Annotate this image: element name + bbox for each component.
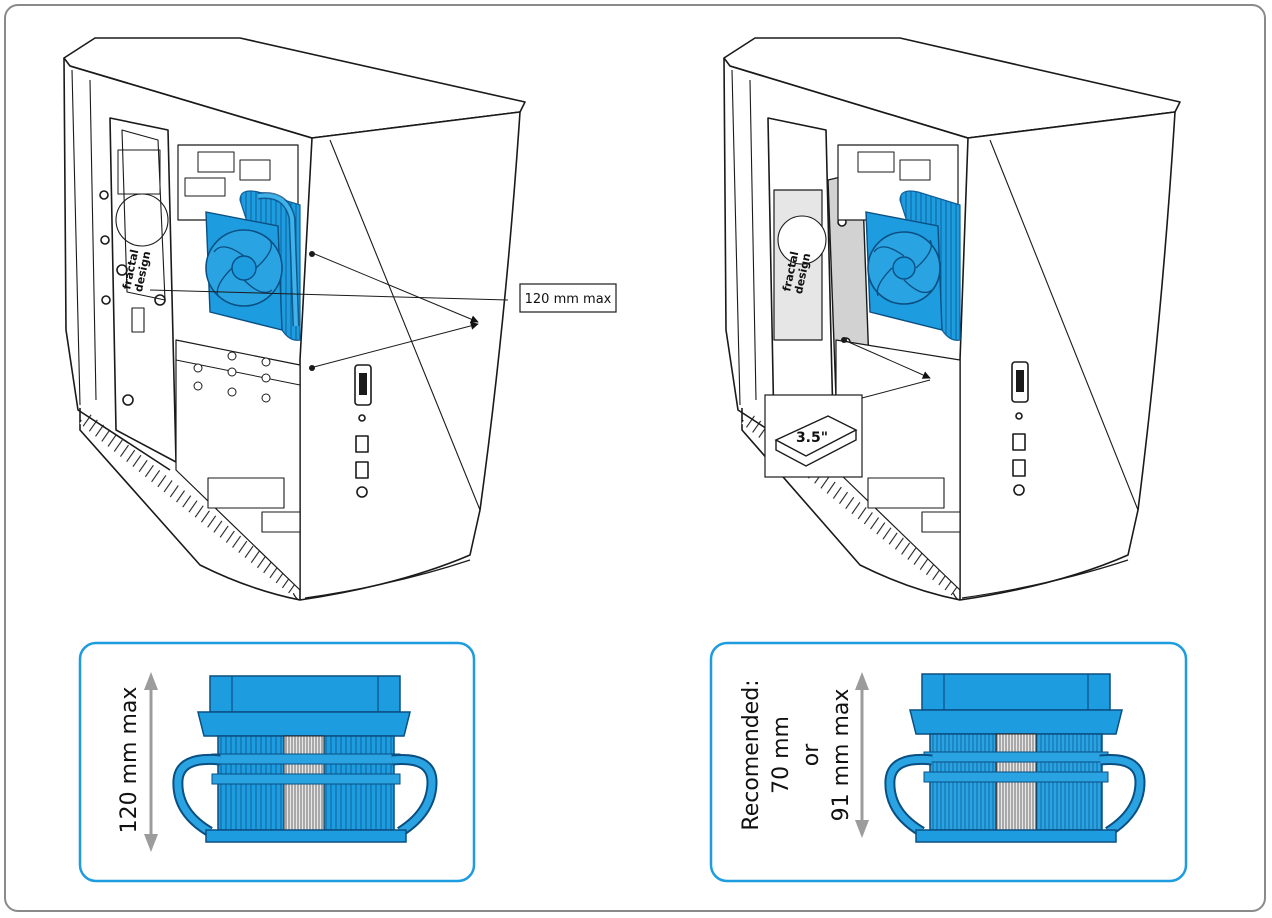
dimension-arrow-top <box>309 251 479 323</box>
right-cooler-panel: Recomended: 70 mm or 91 mm max <box>709 641 1188 883</box>
recommended-label-line: or <box>799 743 824 766</box>
hdd-arrow-line <box>861 379 931 399</box>
outer-frame <box>4 4 1266 912</box>
height-arrow <box>144 672 158 852</box>
left-case-dimension: 120 mm max <box>149 251 617 371</box>
recommended-label-line: 91 mm max <box>829 689 854 822</box>
recommended-label-line: 70 mm <box>769 716 794 794</box>
dimension-label: 120 mm max <box>525 292 612 307</box>
right-case-illustration <box>723 37 1181 601</box>
cooler-side-view <box>884 673 1146 843</box>
recommended-label-line: Recomended: <box>739 679 764 830</box>
dimension-label-box <box>519 283 617 313</box>
cooler-side-view <box>172 675 438 843</box>
left-case-cooler <box>205 190 301 341</box>
right-case-hdd-callout: 3.5" <box>764 337 931 478</box>
right-case-cooler <box>865 190 961 341</box>
height-arrow <box>855 672 869 838</box>
left-case-illustration <box>63 37 526 601</box>
dimension-dot <box>309 251 315 257</box>
hdd-arrow <box>843 339 931 379</box>
hdd-label: 3.5" <box>796 430 828 446</box>
hdd-dot <box>841 337 847 343</box>
left-cooler-panel: 120 mm max <box>78 641 476 883</box>
dimension-line <box>149 289 509 301</box>
height-label: 120 mm max <box>117 687 142 834</box>
dimension-dot <box>309 365 315 371</box>
dimension-arrow-bottom <box>309 321 479 369</box>
